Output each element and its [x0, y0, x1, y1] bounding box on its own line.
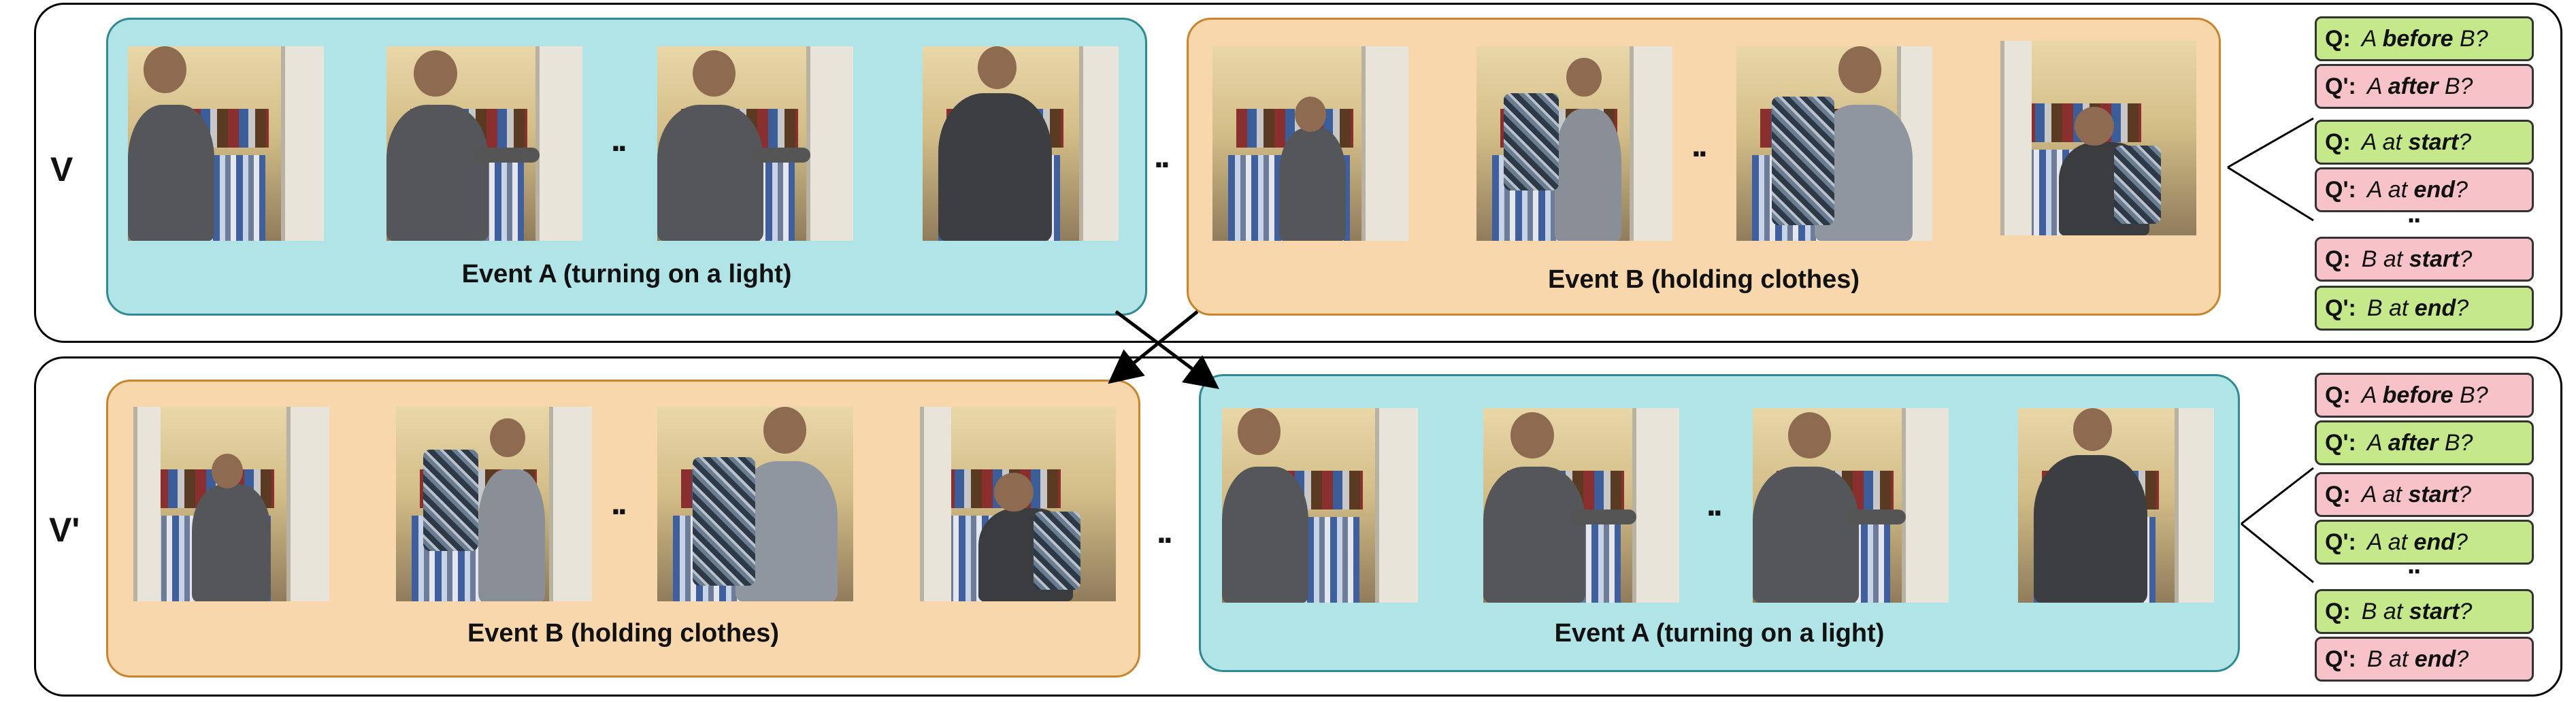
question-keyword: start [2409, 246, 2460, 272]
ellipsis-a-v-prime: .. [1706, 485, 1723, 523]
row-label-v: V [50, 150, 73, 188]
question-v-0: Q: A before B? [2315, 16, 2534, 61]
question-v-5: Q': B at end? [2315, 286, 2534, 331]
question-label: Q': [2325, 529, 2356, 555]
caption-event-b-v: Event B (holding clothes) [1547, 265, 1860, 294]
question-text: A [2361, 25, 2383, 52]
frame-a4-v [923, 46, 1119, 241]
question-label: Q': [2325, 295, 2356, 321]
question-keyword: end [2413, 176, 2455, 203]
question-label: Q: [2325, 129, 2351, 155]
frame-b4-v [2000, 41, 2196, 235]
ellipsis-between-v: .. [1154, 137, 1170, 175]
question-v-prime-5: Q': B at end? [2315, 637, 2534, 682]
question-text: ? [2456, 646, 2469, 672]
question-label: Q': [2325, 73, 2356, 99]
question-v-1: Q': A after B? [2315, 64, 2534, 109]
question-keyword: before [2382, 382, 2454, 408]
question-keyword: start [2409, 598, 2460, 624]
question-text: B? [2438, 429, 2473, 456]
question-text: A at [2361, 481, 2409, 507]
frame-a3-v [657, 46, 853, 241]
question-keyword: start [2408, 129, 2459, 155]
ellipsis-b-v: .. [1691, 126, 1708, 164]
bracket-top-lower [2227, 166, 2314, 222]
question-v-prime-1: Q': A after B? [2315, 420, 2534, 465]
question-ellipsis-v-prime: .. [2407, 550, 2421, 580]
question-text: B? [2453, 382, 2488, 408]
question-ellipsis-v: .. [2407, 199, 2421, 229]
question-text: A at [2366, 529, 2414, 555]
question-v-prime-2: Q: A at start? [2315, 472, 2534, 517]
caption-event-b-v-prime: Event B (holding clothes) [467, 619, 780, 648]
question-label: Q: [2325, 246, 2351, 272]
question-text: ? [2458, 129, 2472, 155]
question-text: B? [2453, 25, 2488, 52]
frame-b1-v-prime [133, 407, 329, 601]
question-v-3: Q': A at end? [2315, 167, 2534, 212]
frame-a2-v [386, 46, 582, 241]
bracket-bottom-lower [2241, 522, 2314, 584]
question-text: A at [2361, 129, 2409, 155]
question-v-2: Q: A at start? [2315, 120, 2534, 165]
row-label-v-prime: V' [49, 511, 80, 549]
question-label: Q: [2325, 382, 2351, 408]
frame-a2-v-prime [1483, 408, 1679, 603]
question-label: Q: [2325, 481, 2351, 507]
question-keyword: start [2408, 481, 2459, 507]
question-text: ? [2459, 598, 2473, 624]
bracket-bottom-upper [2241, 467, 2314, 525]
question-text: B? [2438, 73, 2473, 99]
caption-event-a-v-prime: Event A (turning on a light) [1554, 619, 1885, 648]
question-text: B at [2366, 295, 2415, 321]
question-v-4: Q: B at start? [2315, 237, 2534, 282]
question-keyword: after [2388, 73, 2439, 99]
question-text: A at [2366, 176, 2414, 203]
frame-a1-v [128, 46, 324, 241]
question-text: ? [2456, 295, 2469, 321]
ellipsis-between-v-prime: .. [1157, 512, 1173, 550]
question-label: Q: [2325, 598, 2351, 624]
question-text: B at [2361, 246, 2409, 272]
frame-a3-v-prime [1753, 408, 1949, 603]
question-text: ? [2459, 246, 2473, 272]
frame-a4-v-prime [2018, 408, 2214, 603]
question-keyword: after [2388, 429, 2439, 456]
frame-b2-v [1476, 46, 1672, 241]
question-keyword: end [2414, 295, 2456, 321]
ellipsis-a-v: .. [611, 120, 627, 158]
question-keyword: end [2413, 529, 2455, 555]
question-text: B at [2361, 598, 2409, 624]
ellipsis-b-v-prime: .. [611, 484, 627, 522]
frame-b4-v-prime [920, 407, 1116, 601]
frame-b3-v-prime [657, 407, 853, 601]
question-v-prime-3: Q': A at end? [2315, 520, 2534, 565]
question-label: Q: [2325, 25, 2351, 52]
question-text: ? [2454, 176, 2468, 203]
caption-event-a-v: Event A (turning on a light) [461, 260, 792, 288]
question-keyword: before [2382, 25, 2454, 52]
question-text: A [2361, 382, 2383, 408]
frame-b3-v [1736, 46, 1932, 241]
question-text: ? [2458, 481, 2472, 507]
question-keyword: end [2414, 646, 2456, 672]
question-text: A [2366, 429, 2388, 456]
frame-b1-v [1212, 46, 1408, 241]
arrow-b-to-v-prime [1108, 310, 1199, 384]
question-text: ? [2454, 529, 2468, 555]
question-label: Q': [2325, 646, 2356, 672]
arrow-a-to-v-prime [1114, 310, 1219, 389]
question-label: Q': [2325, 429, 2356, 456]
question-v-prime-4: Q: B at start? [2315, 589, 2534, 634]
bracket-top-upper [2227, 117, 2314, 169]
question-label: Q': [2325, 176, 2356, 203]
question-text: A [2366, 73, 2388, 99]
frame-a1-v-prime [1222, 408, 1418, 603]
question-v-prime-0: Q: A before B? [2315, 373, 2534, 418]
question-text: B at [2366, 646, 2415, 672]
frame-b2-v-prime [396, 407, 592, 601]
